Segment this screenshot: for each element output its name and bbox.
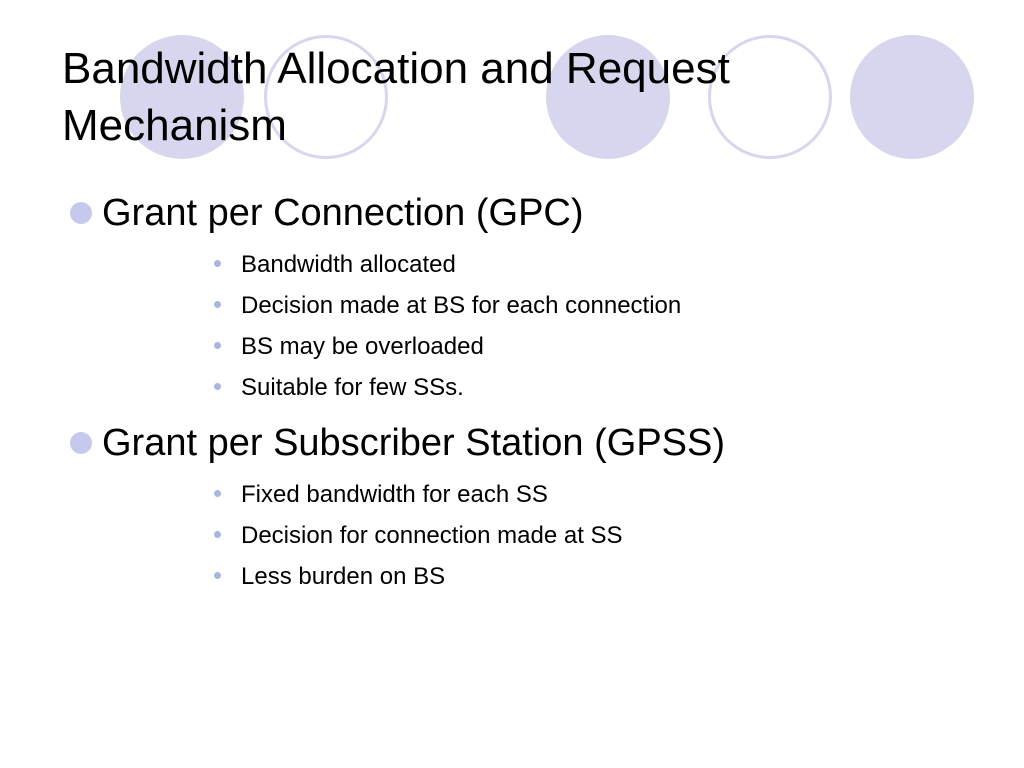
slide-title: Bandwidth Allocation and Request Mechani… — [62, 40, 962, 154]
sub-bullet-item: Decision for connection made at SS — [70, 515, 990, 556]
sub-bullet-dot-icon — [214, 490, 221, 497]
decorative-circle-filled — [546, 35, 670, 159]
bullet-heading-text: Grant per Connection (GPC) — [102, 192, 584, 234]
sub-bullet-text: BS may be overloaded — [241, 333, 484, 360]
sub-bullet-item: Bandwidth allocated — [70, 244, 990, 285]
sub-bullet-dot-icon — [214, 383, 221, 390]
decorative-circle-filled — [850, 35, 974, 159]
sub-bullet-item: BS may be overloaded — [70, 326, 990, 367]
bullet-dot-icon — [70, 432, 92, 454]
sub-bullet-list: Bandwidth allocated Decision made at BS … — [70, 244, 990, 408]
sub-bullet-list: Fixed bandwidth for each SS Decision for… — [70, 474, 990, 597]
decorative-circle-outline — [708, 35, 832, 159]
decorative-circle-filled — [120, 35, 244, 159]
bullet-heading: Grant per Subscriber Station (GPSS) — [70, 418, 990, 468]
bullet-heading: Grant per Connection (GPC) — [70, 188, 990, 238]
sub-bullet-text: Decision for connection made at SS — [241, 522, 623, 549]
slide-title-line1: Bandwidth Allocation and Request — [62, 44, 730, 93]
sub-bullet-dot-icon — [214, 572, 221, 579]
sub-bullet-item: Suitable for few SSs. — [70, 367, 990, 408]
decorative-circle-outline — [264, 35, 388, 159]
bullet-dot-icon — [70, 202, 92, 224]
sub-bullet-item: Decision made at BS for each connection — [70, 285, 990, 326]
sub-bullet-text: Decision made at BS for each connection — [241, 292, 682, 319]
sub-bullet-item: Less burden on BS — [70, 556, 990, 597]
section-gpc: Grant per Connection (GPC) Bandwidth all… — [70, 188, 990, 408]
sub-bullet-text: Fixed bandwidth for each SS — [241, 481, 548, 508]
slide-title-line2: Mechanism — [62, 101, 287, 150]
sub-bullet-item: Fixed bandwidth for each SS — [70, 474, 990, 515]
sub-bullet-text: Less burden on BS — [241, 563, 446, 590]
slide-content: Grant per Connection (GPC) Bandwidth all… — [70, 188, 990, 607]
sub-bullet-dot-icon — [214, 260, 221, 267]
sub-bullet-dot-icon — [214, 342, 221, 349]
bullet-heading-text: Grant per Subscriber Station (GPSS) — [102, 422, 726, 464]
section-gpss: Grant per Subscriber Station (GPSS) Fixe… — [70, 418, 990, 597]
sub-bullet-text: Suitable for few SSs. — [241, 374, 464, 401]
sub-bullet-dot-icon — [214, 301, 221, 308]
sub-bullet-dot-icon — [214, 531, 221, 538]
sub-bullet-text: Bandwidth allocated — [241, 251, 456, 278]
